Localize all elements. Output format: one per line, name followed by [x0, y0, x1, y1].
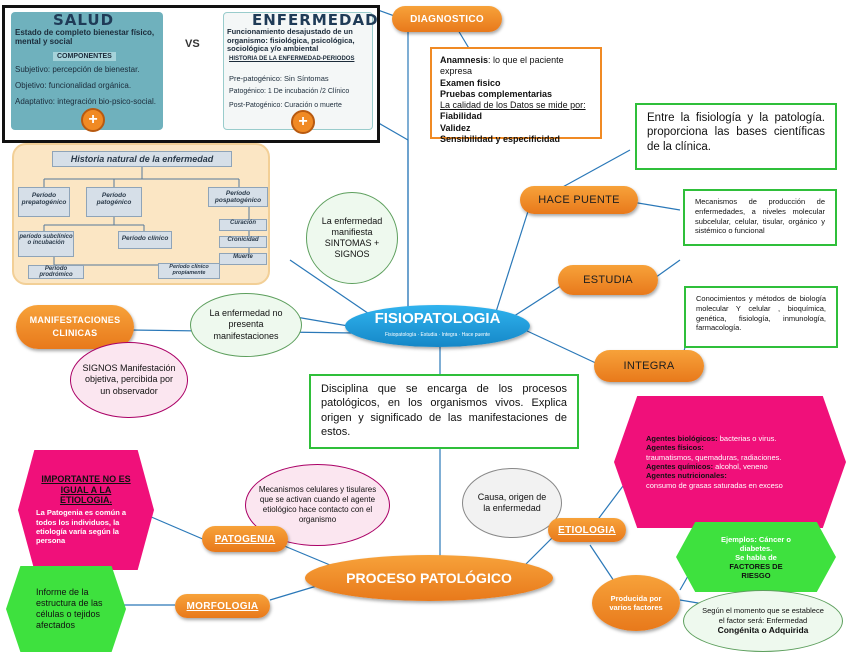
- estudia-box: Mecanismos de producción de enfermedades…: [683, 189, 837, 246]
- integra-node[interactable]: INTEGRA: [594, 350, 704, 382]
- integra-box: Conocimientos y métodos de biología mole…: [684, 286, 838, 348]
- congenita-text: Congénita o Adquirida: [717, 625, 809, 636]
- etiologia-node[interactable]: ETIOLOGIA: [548, 518, 626, 542]
- periodo-subclinico: período subclínico o incubación: [18, 231, 74, 257]
- patogenico-text: Patogénico: 1 De incubación /2 Clínico: [229, 88, 350, 95]
- salud-definition: Estado de completo bienestar físico, men…: [15, 28, 155, 47]
- ejemplos-text: Ejemplos: Cáncer o diabetes.: [720, 534, 792, 553]
- enfermedad-plus-icon: +: [291, 110, 315, 134]
- salud-plus-icon: +: [81, 108, 105, 132]
- salud-title: SALUD: [53, 11, 115, 29]
- historia-natural-diagram: Historia natural de la enfermedad Períod…: [12, 143, 270, 285]
- definicion-box: Disciplina que se encarga de los proceso…: [309, 374, 579, 449]
- agentes-nutricionales-val: consumo de grasas saturadas en exceso: [646, 480, 783, 490]
- signos-ellipse: SIGNOS Manifestación objetiva, percibida…: [70, 342, 188, 418]
- fiabilidad: Fiabilidad: [440, 111, 483, 122]
- hace-puente-node[interactable]: HACE PUENTE: [520, 186, 638, 214]
- vs-label: VS: [185, 38, 200, 50]
- factores-riesgo-text: FACTORES DE RIESGO: [729, 561, 783, 580]
- salud-enfermedad-panel: SALUD Estado de completo bienestar físic…: [2, 5, 380, 143]
- fisiopatologia-subtext: Fisiopatología · Estudia · Integra · Hac…: [384, 332, 491, 338]
- enfermedad-definition: Funcionamiento desajustado de un organis…: [227, 27, 355, 54]
- subjetivo-text: Subjetivo: percepción de bienestar.: [15, 65, 140, 74]
- agentes-biologicos: Agentes biológicos: bacterias o virus.: [646, 433, 777, 443]
- periodo-prepatogenico: Período prepatogénico: [18, 187, 70, 217]
- no-presenta-ellipse: La enfermedad no presenta manifestacione…: [190, 293, 302, 357]
- periodo-prodromico: Período prodrómico: [28, 265, 84, 279]
- patogenia-node[interactable]: PATOGENIA: [202, 526, 288, 552]
- agentes-nutricionales: Agentes nutricionales:: [646, 471, 727, 481]
- prepatogenico-text: Pre-patogénico: Sin Síntomas: [229, 74, 329, 83]
- curacion-box: Curación: [219, 219, 267, 231]
- sintomas-ellipse: La enfermedad manifiesta SINTOMAS + SIGN…: [306, 192, 398, 284]
- agentes-hexagon: Agentes biológicos: bacterias o virus. A…: [614, 396, 846, 528]
- validez: Validez: [440, 122, 471, 133]
- pruebas-complementarias: Pruebas complementarias: [440, 88, 553, 99]
- se-habla-text: Se habla de: [735, 552, 777, 562]
- cronicidad-box: Cronicidad: [219, 236, 267, 248]
- factores-ellipse[interactable]: Producida por varios factores: [592, 575, 680, 631]
- agentes-quimicos: Agentes químicos: alcohol, veneno: [646, 462, 768, 471]
- proceso-patologico-node[interactable]: PROCESO PATOLÓGICO: [305, 555, 553, 601]
- morfologia-node[interactable]: MORFOLOGIA: [175, 594, 270, 618]
- hace-puente-box: Entre la fisiología y la patología. prop…: [635, 103, 837, 170]
- segun-ellipse: Según el momento que se establece el fac…: [683, 590, 843, 652]
- agentes-fisicos-val: traumatismos, quemaduras, radiaciones.: [646, 452, 782, 462]
- componentes-label: COMPONENTES: [53, 52, 116, 61]
- importante-text: La Patogenia es común a todos los indivi…: [36, 508, 127, 546]
- importante-title: IMPORTANTE NO ES IGUAL A LA ETIOLOGIA.: [41, 474, 131, 505]
- objetivo-text: Objetivo: funcionalidad orgánica.: [15, 81, 132, 90]
- muerte-box: Muerte: [219, 253, 267, 265]
- diagnostico-node[interactable]: DIAGNOSTICO: [392, 6, 502, 32]
- segun-text: Según el momento que se establece el fac…: [702, 606, 824, 625]
- fisiopatologia-node[interactable]: FISIOPATOLOGIA Fisiopatología · Estudia …: [345, 305, 530, 347]
- manifestaciones-node[interactable]: MANIFESTACIONES CLINICAS: [16, 305, 134, 349]
- anamnesis-line: Anamnesis: lo que el paciente expresa: [440, 55, 564, 77]
- sensibilidad: Sensibilidad y especificidad: [440, 133, 561, 144]
- historia-title: Historia natural de la enfermedad: [52, 151, 232, 167]
- estudia-node[interactable]: ESTUDIA: [558, 265, 658, 295]
- periodo-clinico: Período clínico: [118, 231, 172, 249]
- calidad-datos: La calidad de los Datos se mide por:: [440, 100, 586, 110]
- morfologia-hexagon: Informe de la estructura de las células …: [6, 566, 126, 652]
- causa-ellipse: Causa, origen de la enfermedad: [462, 468, 562, 538]
- historia-periodos-label: HISTORIA DE LA ENFERMEDAD-PERIODOS: [229, 56, 355, 62]
- riesgo-hexagon: Ejemplos: Cáncer o diabetes. Se habla de…: [676, 522, 836, 592]
- periodo-patogenico: Período patogénico: [86, 187, 142, 217]
- enfermedad-title: ENFERMEDAD: [252, 11, 379, 29]
- mecanismos-ellipse: Mecanismos celulares y tisulares que se …: [245, 464, 390, 546]
- importante-hexagon: IMPORTANTE NO ES IGUAL A LA ETIOLOGIA. L…: [18, 450, 154, 570]
- postpatogenico-text: Post-Patogénico: Curación o muerte: [229, 102, 342, 109]
- periodo-clinico-propiamente: Período clínico propiamente: [158, 263, 220, 279]
- fisiopatologia-label: FISIOPATOLOGIA: [374, 310, 501, 327]
- enfermedad-card: [223, 12, 373, 130]
- periodo-pospatogenico: Período pospatogénico: [208, 187, 268, 207]
- diagnostico-box: Anamnesis: lo que el paciente expresa Ex…: [430, 47, 602, 144]
- agentes-fisicos: Agentes físicos:: [646, 443, 704, 453]
- examen-fisico: Examen fisico: [440, 77, 501, 88]
- adaptativo-text: Adaptativo: integración bio-psico-social…: [15, 97, 156, 106]
